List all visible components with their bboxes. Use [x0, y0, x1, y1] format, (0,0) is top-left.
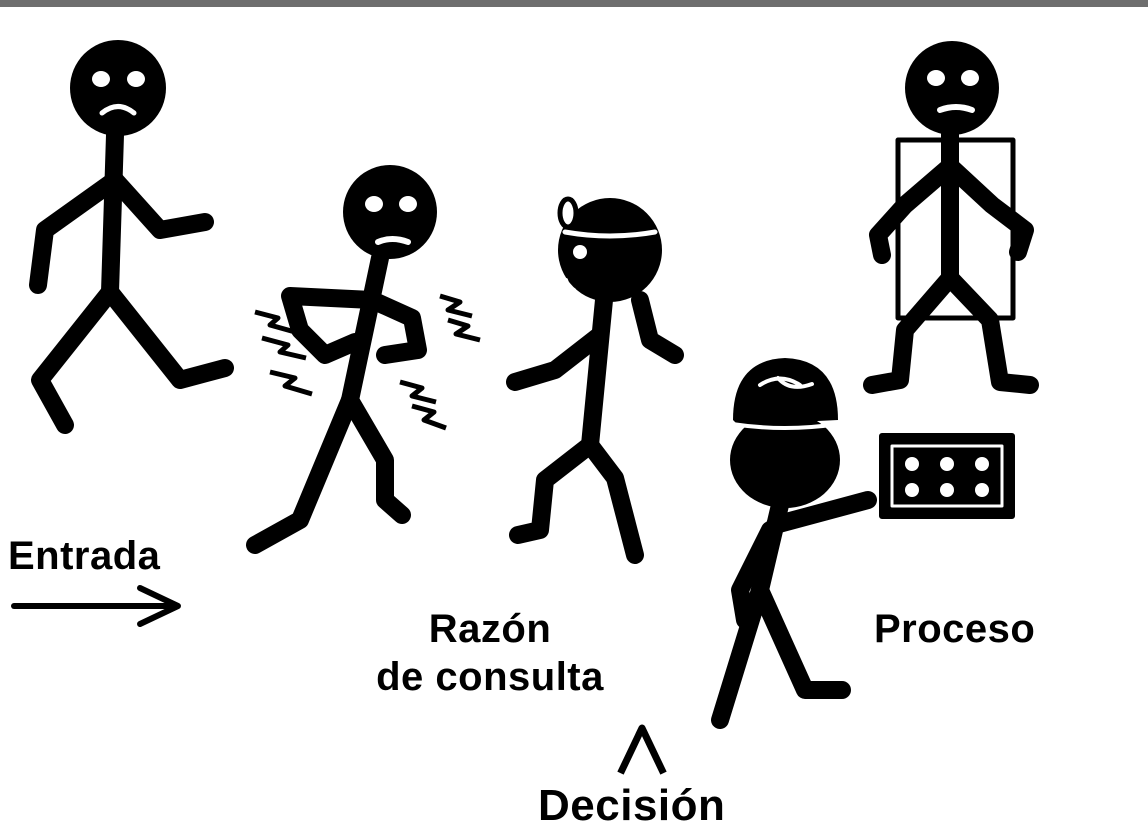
doctor-figure — [506, 196, 684, 564]
figure-in-box — [863, 41, 1039, 394]
pain-lightning-icons — [254, 293, 481, 431]
entrada-arrow-icon — [11, 585, 181, 627]
label-razon-line1: Razón — [428, 607, 552, 651]
decision-caret-icon — [617, 724, 667, 775]
pain-figure — [246, 165, 437, 554]
label-proceso: Proceso — [874, 607, 1036, 651]
label-razon-de-consulta: Razón de consulta — [330, 605, 650, 701]
sad-walking-figure — [29, 40, 234, 434]
label-razon-line2: de consulta — [376, 655, 604, 699]
top-border — [0, 0, 1148, 7]
label-entrada: Entrada — [8, 534, 161, 578]
label-decision: Decisión — [538, 781, 726, 830]
brain-figure-with-pills — [711, 358, 1015, 729]
